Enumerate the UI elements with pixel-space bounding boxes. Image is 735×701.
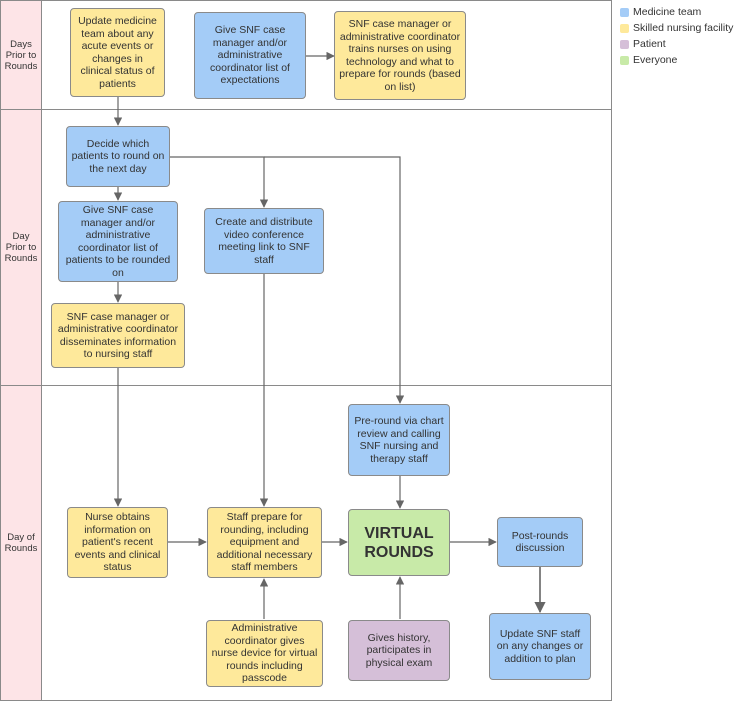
legend-swatch-everyone: [620, 55, 629, 65]
legend-label-skilled-nursing-facility: Skilled nursing facility: [633, 22, 734, 34]
legend-swatch-skilled-nursing-facility: [620, 23, 629, 33]
lane-label-day-prior: Day Prior to Rounds: [1, 110, 42, 385]
legend-swatch-patient: [620, 39, 629, 49]
box-give-patient-list: Give SNF case manager and/or administrat…: [58, 201, 178, 282]
legend-swatch-medicine-team: [620, 7, 629, 17]
legend-label-everyone: Everyone: [633, 54, 678, 66]
box-virtual-rounds: VIRTUAL ROUNDS: [348, 509, 450, 576]
box-post-rounds: Post-rounds discussion: [497, 517, 583, 567]
box-staff-prepare: Staff prepare for rounding, including eq…: [207, 507, 322, 578]
legend-item-everyone: Everyone: [620, 52, 735, 68]
legend-label-medicine-team: Medicine team: [633, 6, 702, 18]
box-gives-history: Gives history, participates in physical …: [348, 620, 450, 681]
box-nurse-obtains: Nurse obtains information on patient's r…: [67, 507, 168, 578]
box-update-snf-staff: Update SNF staff on any changes or addit…: [489, 613, 591, 680]
box-disseminates-info: SNF case manager or administrative coord…: [51, 303, 185, 368]
box-give-expectations: Give SNF case manager and/or administrat…: [194, 12, 306, 99]
box-trains-nurses: SNF case manager or administrative coord…: [334, 11, 466, 100]
legend-item-skilled-nursing-facility: Skilled nursing facility: [620, 20, 735, 36]
lane-label-day-of: Day of Rounds: [1, 386, 42, 700]
box-update-medicine-team: Update medicine team about any acute eve…: [70, 8, 165, 97]
legend: Medicine team Skilled nursing facility P…: [620, 4, 735, 68]
flowchart: Days Prior to Rounds Day Prior to Rounds…: [0, 0, 612, 701]
lane-label-days-prior: Days Prior to Rounds: [1, 1, 42, 109]
legend-item-medicine-team: Medicine team: [620, 4, 735, 20]
legend-label-patient: Patient: [633, 38, 666, 50]
box-admin-device: Administrative coordinator gives nurse d…: [206, 620, 323, 687]
box-create-link: Create and distribute video conference m…: [204, 208, 324, 274]
legend-item-patient: Patient: [620, 36, 735, 52]
box-decide-patients: Decide which patients to round on the ne…: [66, 126, 170, 187]
box-pre-round: Pre-round via chart review and calling S…: [348, 404, 450, 476]
